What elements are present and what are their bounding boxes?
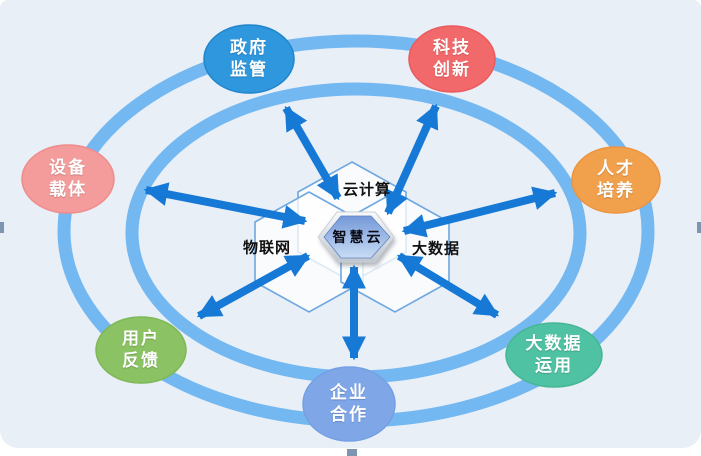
node-government-regulation[interactable] — [203, 24, 295, 94]
arrow-to-device-carrier[interactable] — [143, 182, 308, 229]
selection-handle-bottom[interactable] — [347, 449, 357, 456]
node-tech-innovation[interactable] — [408, 25, 496, 93]
arrow-to-big-data-application[interactable] — [396, 252, 500, 319]
node-big-data-application[interactable] — [505, 322, 603, 388]
node-device-carrier[interactable] — [21, 144, 115, 214]
satellite-nodes — [21, 24, 661, 442]
arrow-to-user-feedback[interactable] — [196, 252, 311, 320]
node-user-feedback[interactable] — [95, 316, 187, 384]
center-hexagon-face — [323, 215, 391, 259]
arrow-to-talent-training[interactable] — [401, 186, 558, 238]
center-hexagon[interactable] — [317, 211, 396, 266]
selection-handle-left[interactable] — [0, 222, 4, 233]
arrow-to-government-regulation[interactable] — [282, 105, 342, 201]
arrow-to-tech-innovation[interactable] — [384, 103, 440, 216]
arrow-group — [143, 103, 558, 361]
selection-handles — [0, 222, 701, 456]
node-talent-training[interactable] — [571, 146, 661, 214]
node-enterprise-cooperation[interactable] — [302, 366, 396, 442]
selection-handle-right[interactable] — [697, 222, 701, 233]
